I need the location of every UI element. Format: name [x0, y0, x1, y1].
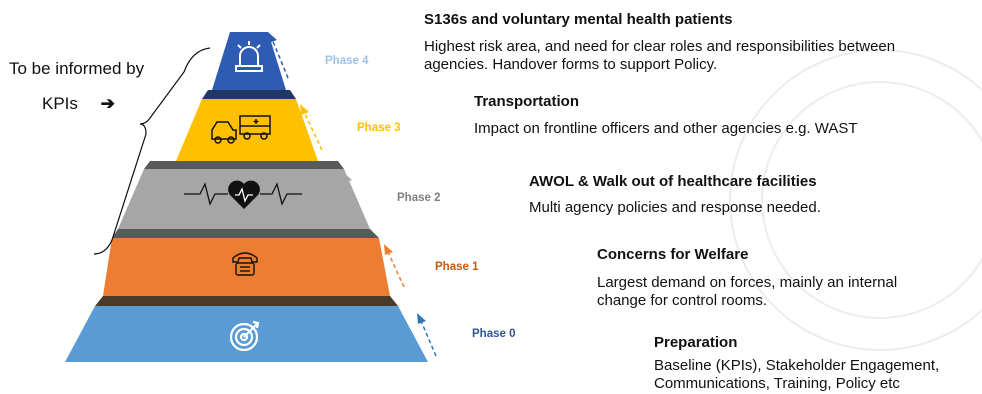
phase-1-label: Phase 1 [435, 261, 479, 273]
tier-phase-4 [212, 32, 286, 90]
kpi-note-line1: To be informed by [9, 59, 145, 78]
phase-2-desc-line1: Multi agency policies and response neede… [529, 199, 821, 216]
tier-phase-3-band [176, 99, 318, 161]
phase-3-arrow [300, 104, 323, 151]
phase-3-label: Phase 3 [357, 122, 401, 134]
phase-4-label: Phase 4 [325, 55, 369, 67]
phase-4-desc-line2: agencies. Handover forms to support Poli… [424, 56, 718, 73]
phase-0-desc-line1: Baseline (KPIs), Stakeholder Engagement, [654, 357, 940, 374]
phase-3-title: Transportation [474, 93, 580, 110]
phase-4-arrow [268, 32, 289, 79]
phase-1-desc-line1: Largest demand on forces, mainly an inte… [597, 274, 898, 291]
phase-1-title: Concerns for Welfare [597, 246, 749, 263]
phase-1-desc-line2: change for control rooms. [597, 292, 768, 309]
phase-2-label: Phase 2 [397, 192, 441, 204]
vehicles-icon [211, 115, 271, 144]
phase-3-desc-line1: Impact on frontline officers and other a… [474, 120, 858, 137]
phase-2-title: AWOL & Walk out of healthcare facilities [529, 173, 817, 190]
phase-0-arrow [417, 313, 437, 357]
phase-0-label: Phase 0 [472, 328, 516, 340]
phase-4-desc-line1: Highest risk area, and need for clear ro… [424, 38, 896, 55]
tier-phase-3 [176, 90, 318, 161]
phase-2-arrow [343, 172, 365, 219]
heartbeat-icon [184, 180, 302, 209]
phase-4-title: S136s and voluntary mental health patien… [424, 11, 733, 28]
target-icon [229, 320, 260, 352]
phase-1-arrow [384, 244, 405, 288]
watermark-crest [729, 49, 982, 351]
phase-0-desc-line2: Communications, Training, Policy etc [654, 375, 900, 392]
phase-0-title: Preparation [654, 334, 738, 351]
kpi-bracket [93, 47, 211, 255]
telephone-icon [232, 252, 258, 276]
kpi-note-kpis: KPIs [42, 94, 78, 113]
kpi-note-line2: KPIs ➔ [42, 94, 115, 114]
siren-icon [235, 41, 263, 72]
right-arrow-icon: ➔ [100, 94, 115, 113]
